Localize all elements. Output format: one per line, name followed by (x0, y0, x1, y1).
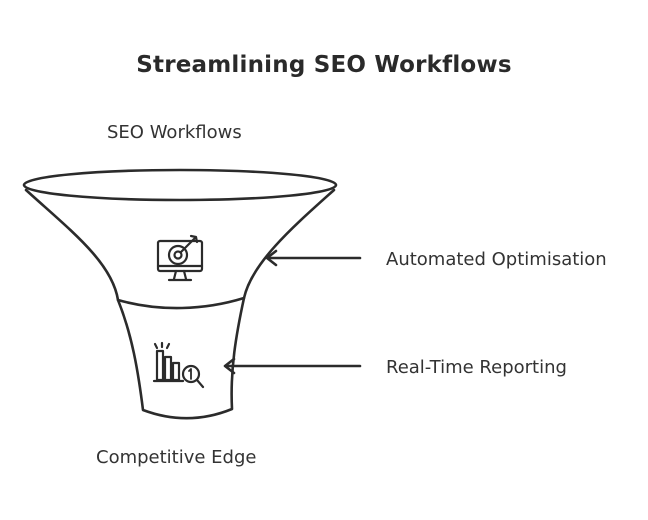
funnel-stage-1-outline (24, 188, 336, 310)
funnel-rim (22, 168, 338, 202)
arrow-stage-1 (265, 249, 362, 267)
funnel-top-label: SEO Workflows (107, 122, 242, 143)
arrow-stage-2 (223, 357, 362, 375)
stage-1-label: Automated Optimisation (386, 249, 607, 270)
funnel-bottom-label: Competitive Edge (96, 447, 257, 468)
diagram-title: Streamlining SEO Workflows (136, 52, 512, 78)
stage-2-label: Real-Time Reporting (386, 357, 567, 378)
chart-magnifier-icon (152, 341, 205, 389)
monitor-target-icon (156, 234, 204, 282)
funnel-stage-2-outline (116, 296, 246, 420)
